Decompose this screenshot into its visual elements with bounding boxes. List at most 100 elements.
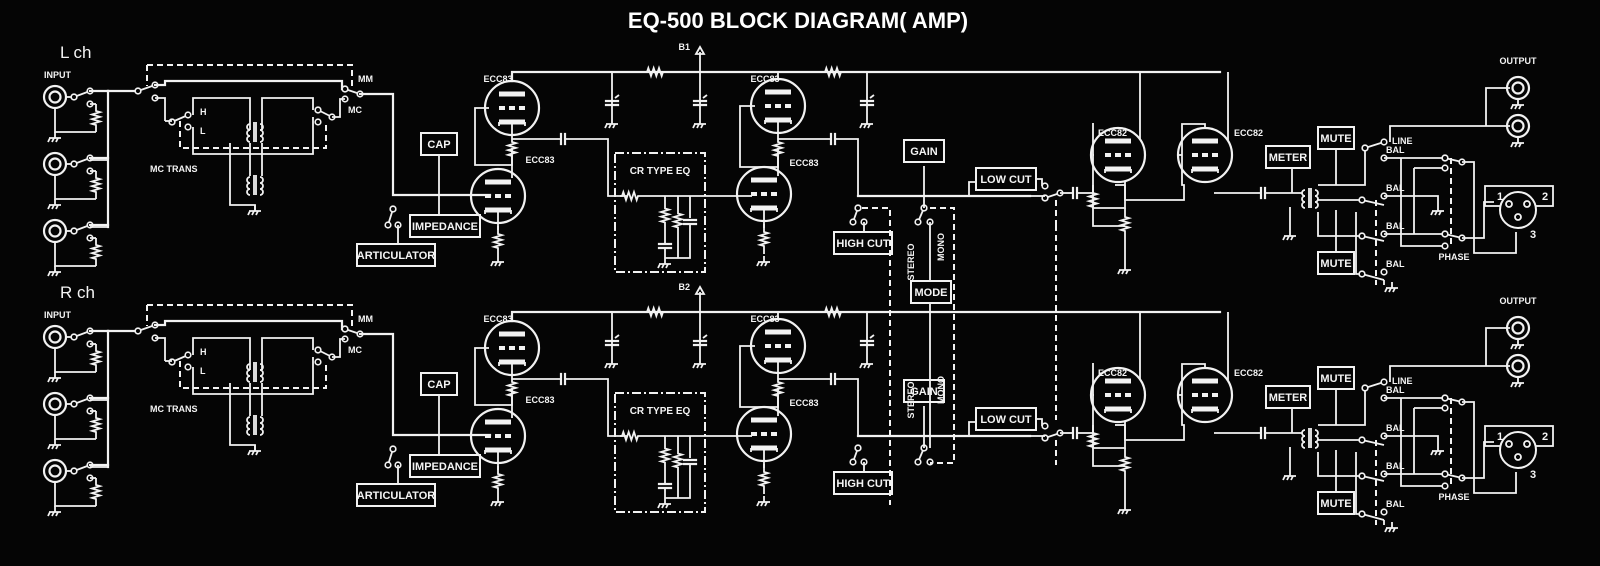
hl-dashed-link	[179, 361, 327, 389]
mute-upper-box-label: MUTE	[1320, 373, 1351, 385]
capacitor-icon	[1259, 186, 1267, 200]
terminal	[389, 445, 397, 453]
b-plus-rail	[510, 310, 1222, 323]
terminal	[314, 106, 322, 114]
channel-name: R ch	[60, 283, 95, 302]
capacitor-icon	[1071, 426, 1079, 440]
resistor-icon	[770, 378, 786, 400]
meter-box-label: METER	[1269, 392, 1308, 404]
capacitor-icon	[657, 482, 673, 490]
diagram-title: EQ-500 BLOCK DIAGRAM( AMP)	[628, 8, 968, 33]
resistor-icon	[620, 429, 640, 443]
xlr-pin-1: 1	[1497, 191, 1503, 203]
mute-lower-box-label: MUTE	[1320, 258, 1351, 270]
cap-box-label: CAP	[427, 379, 450, 391]
terminal	[1358, 436, 1366, 444]
terminal	[1041, 422, 1049, 430]
resistor-icon	[88, 478, 104, 506]
terminal	[389, 205, 397, 213]
ground-icon	[247, 445, 261, 456]
capacitor-icon	[682, 218, 698, 226]
impedance-box-label: IMPEDANCE	[412, 221, 478, 233]
ground-icon	[1510, 99, 1524, 110]
supply-label: B2	[678, 282, 690, 292]
terminal	[849, 218, 857, 226]
ground-icon	[1117, 504, 1131, 515]
ground-icon	[1384, 522, 1398, 533]
ground-icon	[859, 358, 873, 369]
mute-upper-box: MUTE	[1317, 366, 1355, 390]
ground-icon	[1282, 470, 1296, 481]
ground-icon	[1510, 377, 1524, 388]
gain-box: GAIN	[903, 139, 945, 163]
capacitor-icon	[859, 334, 875, 347]
terminal	[341, 85, 349, 93]
gain-box-label: GAIN	[910, 146, 938, 158]
high-cut-box-label: HIGH CUT	[836, 478, 889, 490]
mc-label: MC	[348, 345, 362, 355]
low-cut-box-label: LOW CUT	[980, 414, 1032, 426]
bal-label: BAL	[1386, 145, 1405, 155]
capacitor-icon	[559, 372, 567, 386]
mute-lower-box: MUTE	[1317, 491, 1355, 515]
transformer-icon	[1301, 428, 1319, 449]
capacitor-icon	[604, 334, 620, 347]
xlr-connector-icon	[1484, 425, 1554, 469]
ground-icon	[490, 256, 504, 267]
resistor-icon	[88, 344, 104, 372]
terminal	[914, 218, 922, 226]
bal-label: BAL	[1386, 461, 1405, 471]
articulator-box-label: ARTICULATOR	[357, 490, 435, 502]
supply-arrow-icon	[694, 285, 706, 295]
low-cut-box: LOW CUT	[975, 407, 1037, 431]
gain-box: GAIN	[903, 379, 945, 403]
l-label: L	[200, 366, 206, 376]
capacitor-icon	[859, 94, 875, 107]
output-tube-2-label: ECC82	[1234, 368, 1263, 378]
stereo-label-upper: STEREO	[906, 243, 916, 280]
resistor-icon	[1085, 185, 1101, 215]
low-cut-box: LOW CUT	[975, 167, 1037, 191]
low-cut-box-label: LOW CUT	[980, 174, 1032, 186]
cap-box: CAP	[420, 372, 458, 396]
articulator-box: ARTICULATOR	[356, 483, 436, 507]
transformer-icon	[246, 122, 264, 143]
output-label: OUTPUT	[1500, 56, 1538, 66]
terminal	[70, 333, 78, 341]
articulator-box: ARTICULATOR	[356, 243, 436, 267]
supply-arrow-icon	[694, 45, 706, 55]
bal-label: BAL	[1386, 385, 1405, 395]
transformer-icon	[246, 362, 264, 383]
terminal	[168, 358, 176, 366]
gain-box-frame	[903, 139, 945, 163]
cap-box: CAP	[420, 132, 458, 156]
terminal	[184, 123, 192, 131]
ground-icon	[756, 496, 770, 507]
resistor-icon	[756, 464, 772, 494]
resistor-icon	[88, 104, 104, 132]
high-cut-box-frame	[833, 471, 893, 495]
terminal	[134, 327, 142, 335]
mute-upper-box: MUTE	[1317, 126, 1355, 150]
terminal	[1441, 230, 1449, 238]
resistor-icon	[88, 238, 104, 266]
terminal	[384, 221, 392, 229]
supply-label: B1	[678, 42, 690, 52]
ground-icon	[1117, 264, 1131, 275]
terminal	[70, 467, 78, 475]
ground-icon	[692, 358, 706, 369]
terminal	[168, 118, 176, 126]
switch-icon	[1358, 472, 1385, 482]
terminal	[184, 111, 192, 119]
mute-upper-box-label: MUTE	[1320, 133, 1351, 145]
mode-dashed-frame	[930, 207, 955, 464]
hl-dashed-link	[179, 121, 327, 149]
output-tube-1-label: ECC82	[1098, 128, 1127, 138]
terminal	[1441, 154, 1449, 162]
resistor-icon	[670, 196, 686, 245]
switch-icon	[1358, 510, 1385, 521]
meter-box-frame	[1265, 385, 1311, 409]
capacitor-icon	[657, 242, 673, 250]
